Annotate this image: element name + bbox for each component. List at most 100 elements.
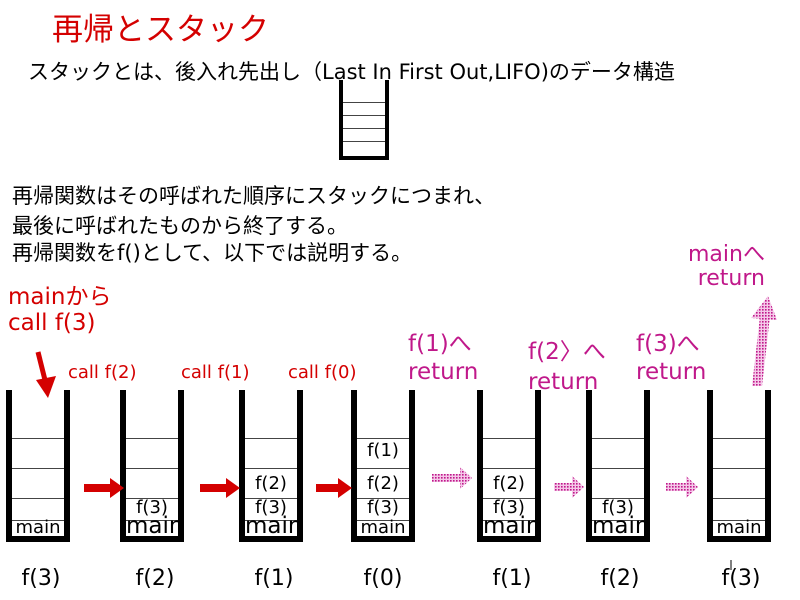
stack-wall: [707, 390, 713, 542]
stack-wall: [120, 390, 126, 542]
stack-divider: [126, 498, 178, 499]
stack-caption: f(1): [492, 566, 532, 591]
stack-frame: f(3): [367, 497, 399, 518]
stack-divider: [713, 468, 765, 469]
stack-divider: [592, 438, 644, 439]
paragraph-line-1: 再帰関数はその呼ばれた順序にスタックにつまれ、: [12, 184, 496, 208]
stack-divider: [592, 468, 644, 469]
stack-frame: f(2): [367, 473, 399, 494]
stack-frame: f(3): [493, 497, 525, 518]
stack-frame: f(2): [493, 473, 525, 494]
stack-wall: [178, 390, 184, 542]
stack-divider: [245, 438, 297, 439]
call-f2-label: call f(2): [68, 362, 137, 383]
stack-divider: [483, 438, 535, 439]
stack-base: [351, 536, 415, 542]
stack-base: [120, 536, 184, 542]
stack-frame: f(3): [602, 497, 634, 518]
stack-wall: [64, 390, 70, 542]
return-main-arrow: [751, 296, 777, 386]
stack-divider: [357, 498, 409, 499]
stack-caption: f(3): [721, 566, 761, 591]
paragraph-line-2: 最後に呼ばれたものから終了する。: [12, 214, 348, 238]
stack-divider: [483, 468, 535, 469]
call-f1-label: call f(1): [181, 362, 250, 383]
stack-frame: f(2): [255, 473, 287, 494]
stack-divider: [126, 438, 178, 439]
stack-wall: [477, 390, 483, 542]
return-arrow-1: [432, 467, 472, 489]
stack-divider: [357, 520, 409, 521]
stack-wall: [6, 390, 12, 542]
call-arrow-1: [84, 478, 124, 498]
lifo-stack-icon: [339, 80, 389, 160]
call-arrow-3: [316, 478, 352, 498]
call-f0-label: call f(0): [288, 362, 357, 383]
stack-wall: [586, 390, 592, 542]
stack-caption: f(0): [363, 566, 403, 591]
stack-1: main: [6, 390, 70, 542]
stack-divider: [12, 468, 64, 469]
stack-wall: [409, 390, 415, 542]
stack-divider: [483, 498, 535, 499]
stack-divider: [12, 498, 64, 499]
stack-caption: f(3): [21, 566, 61, 591]
return-arrow-3: [666, 476, 698, 498]
stack-divider: [483, 520, 535, 521]
stack-frame: main: [126, 513, 184, 539]
stack-divider: [592, 498, 644, 499]
stack-frame: main: [483, 513, 541, 539]
stack-caption: f(1): [254, 566, 294, 591]
stack-divider: [713, 438, 765, 439]
stack-divider: [713, 498, 765, 499]
stack-wall: [351, 390, 357, 542]
page-title: 再帰とスタック: [52, 12, 269, 48]
stack-base: [586, 536, 650, 542]
stack-base: [477, 536, 541, 542]
stack-divider: [12, 520, 64, 521]
stack-divider: [245, 498, 297, 499]
stack-7: main: [707, 390, 771, 542]
stack-wall: [535, 390, 541, 542]
stack-divider: [357, 438, 409, 439]
stack-divider: [126, 468, 178, 469]
stack-divider: [592, 520, 644, 521]
stack-frame: main: [592, 513, 650, 539]
stack-divider: [245, 520, 297, 521]
stack-frame: f(3): [136, 497, 168, 518]
stack-frame: f(3): [255, 497, 287, 518]
stack-divider: [126, 520, 178, 521]
stack-caption: f(2): [135, 566, 175, 591]
stack-frame: main: [245, 513, 303, 539]
stack-wall: [297, 390, 303, 542]
stack-frame: main: [360, 517, 406, 538]
stack-frame: f(1): [367, 440, 399, 461]
stack-base: [707, 536, 771, 542]
stack-frame: main: [15, 517, 61, 538]
stack-wall: [644, 390, 650, 542]
return-arrow-2: [554, 476, 584, 498]
stack-divider: [713, 520, 765, 521]
stack-divider: [12, 438, 64, 439]
subtitle: スタックとは、後入れ先出し（Last In First Out,LIFO)のデー…: [28, 60, 675, 84]
call-arrow-2: [200, 478, 240, 498]
paragraph-line-3: 再帰関数をf()として、以下では説明する。: [12, 241, 413, 265]
stack-divider: [245, 468, 297, 469]
stack-wall: [239, 390, 245, 542]
stack-base: [6, 536, 70, 542]
stack-caption: f(2): [600, 566, 640, 591]
main-call-label: mainから call f(3): [8, 284, 112, 336]
stack-base: [239, 536, 303, 542]
stack-wall: [765, 390, 771, 542]
stack-frame: main: [716, 517, 762, 538]
stack-divider: [357, 468, 409, 469]
